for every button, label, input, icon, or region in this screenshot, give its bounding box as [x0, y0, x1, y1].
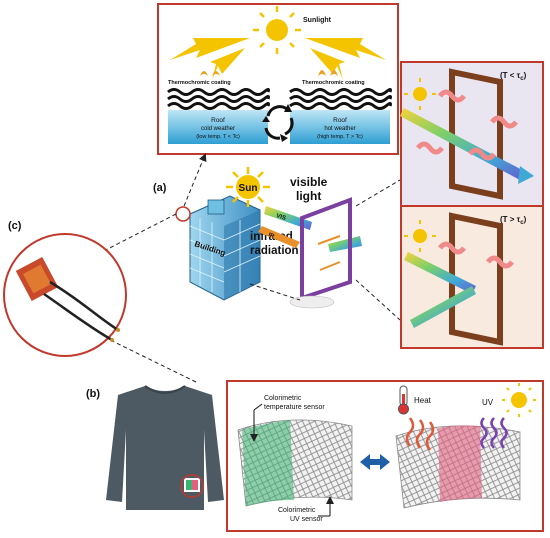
sunlight-label: Sunlight [303, 17, 332, 24]
shirt-sensor-marker [180, 474, 204, 498]
left-roof-label: Roof [211, 117, 225, 124]
sun-label: Sun [239, 183, 258, 194]
high-temp-label: (T > τc) [500, 215, 527, 226]
incident-light-beam [404, 252, 476, 294]
smart-window [289, 197, 352, 309]
cycle-icon [262, 104, 294, 142]
transmitted-light-beam [400, 108, 526, 180]
uv-sensor-area [438, 425, 482, 502]
right-roof-temp: (high temp. T > Tc) [317, 134, 363, 140]
high-temp-window-box [400, 205, 544, 349]
temp-sensor-label-2: temperature sensor [264, 404, 325, 411]
low-temp-sun-icon [404, 78, 436, 110]
panel-label-b: (b) [86, 388, 100, 400]
right-coating-label: Thermochromic coating [302, 80, 365, 86]
uv-waves [480, 417, 508, 449]
uv-sensor-label-2: UV sensor [290, 516, 323, 523]
high-temp-sun-icon [404, 220, 436, 252]
left-thermochromic-layer [167, 88, 270, 144]
sun-icon [253, 6, 301, 54]
window-states-panel: (T < τc) (T > τc) [400, 61, 544, 349]
high-temp-ir-waves [438, 241, 514, 269]
visible-light-label-2: light [296, 189, 321, 203]
heat-label: Heat [414, 396, 432, 405]
roof-panel: Sunlight Thermochromic coating Thermochr… [157, 3, 399, 155]
shirt-illustration [106, 385, 224, 510]
panel-label-c: (c) [8, 220, 22, 232]
uv-sensor-label-1: Colorimetric [278, 507, 316, 514]
connector-lines [94, 153, 401, 383]
uv-sun-icon [502, 383, 536, 417]
right-thermochromic-layer [289, 88, 392, 144]
ir-beam-label: IR [267, 232, 275, 240]
heat-waves [405, 417, 435, 451]
sensor-wire-2 [43, 292, 113, 342]
vis-beam-label: VIS [275, 213, 286, 222]
temp-sensor-label-1: Colorimetric [264, 395, 302, 402]
heat-flames [200, 70, 338, 76]
sensor-panel: Colorimetric temperature sensor Colorime… [226, 380, 544, 532]
low-temp-label: (T < τc) [500, 71, 527, 82]
double-arrow-icon [360, 454, 390, 470]
scene-sun-icon [226, 167, 270, 207]
building-illustration: Building [189, 195, 261, 301]
infrared-label-2: radiation [250, 245, 299, 257]
temperature-sensor-area [242, 420, 294, 506]
low-temp-ir-waves [416, 89, 518, 161]
sensor-wire-1 [49, 280, 119, 332]
left-coating-label: Thermochromic coating [168, 80, 231, 86]
sunlight-arrows [170, 38, 386, 80]
uv-label: UV [482, 398, 494, 407]
low-temp-window-frame [449, 68, 503, 200]
left-roof-weather: cold weather [201, 126, 235, 132]
visible-light-label-1: visible [290, 175, 328, 189]
thermometer-icon [398, 385, 409, 415]
right-roof-weather: hot weather [324, 126, 355, 132]
high-temp-window-frame [449, 212, 503, 346]
sensor-photo-circle [3, 233, 127, 357]
reflected-light-beam [410, 286, 476, 328]
low-temp-window-box [400, 61, 544, 207]
left-roof-temp: (low temp. T < Tc) [196, 134, 240, 140]
sensor-location-marker [175, 206, 191, 222]
right-roof-label: Roof [333, 117, 347, 124]
panel-label-a: (a) [153, 182, 167, 194]
